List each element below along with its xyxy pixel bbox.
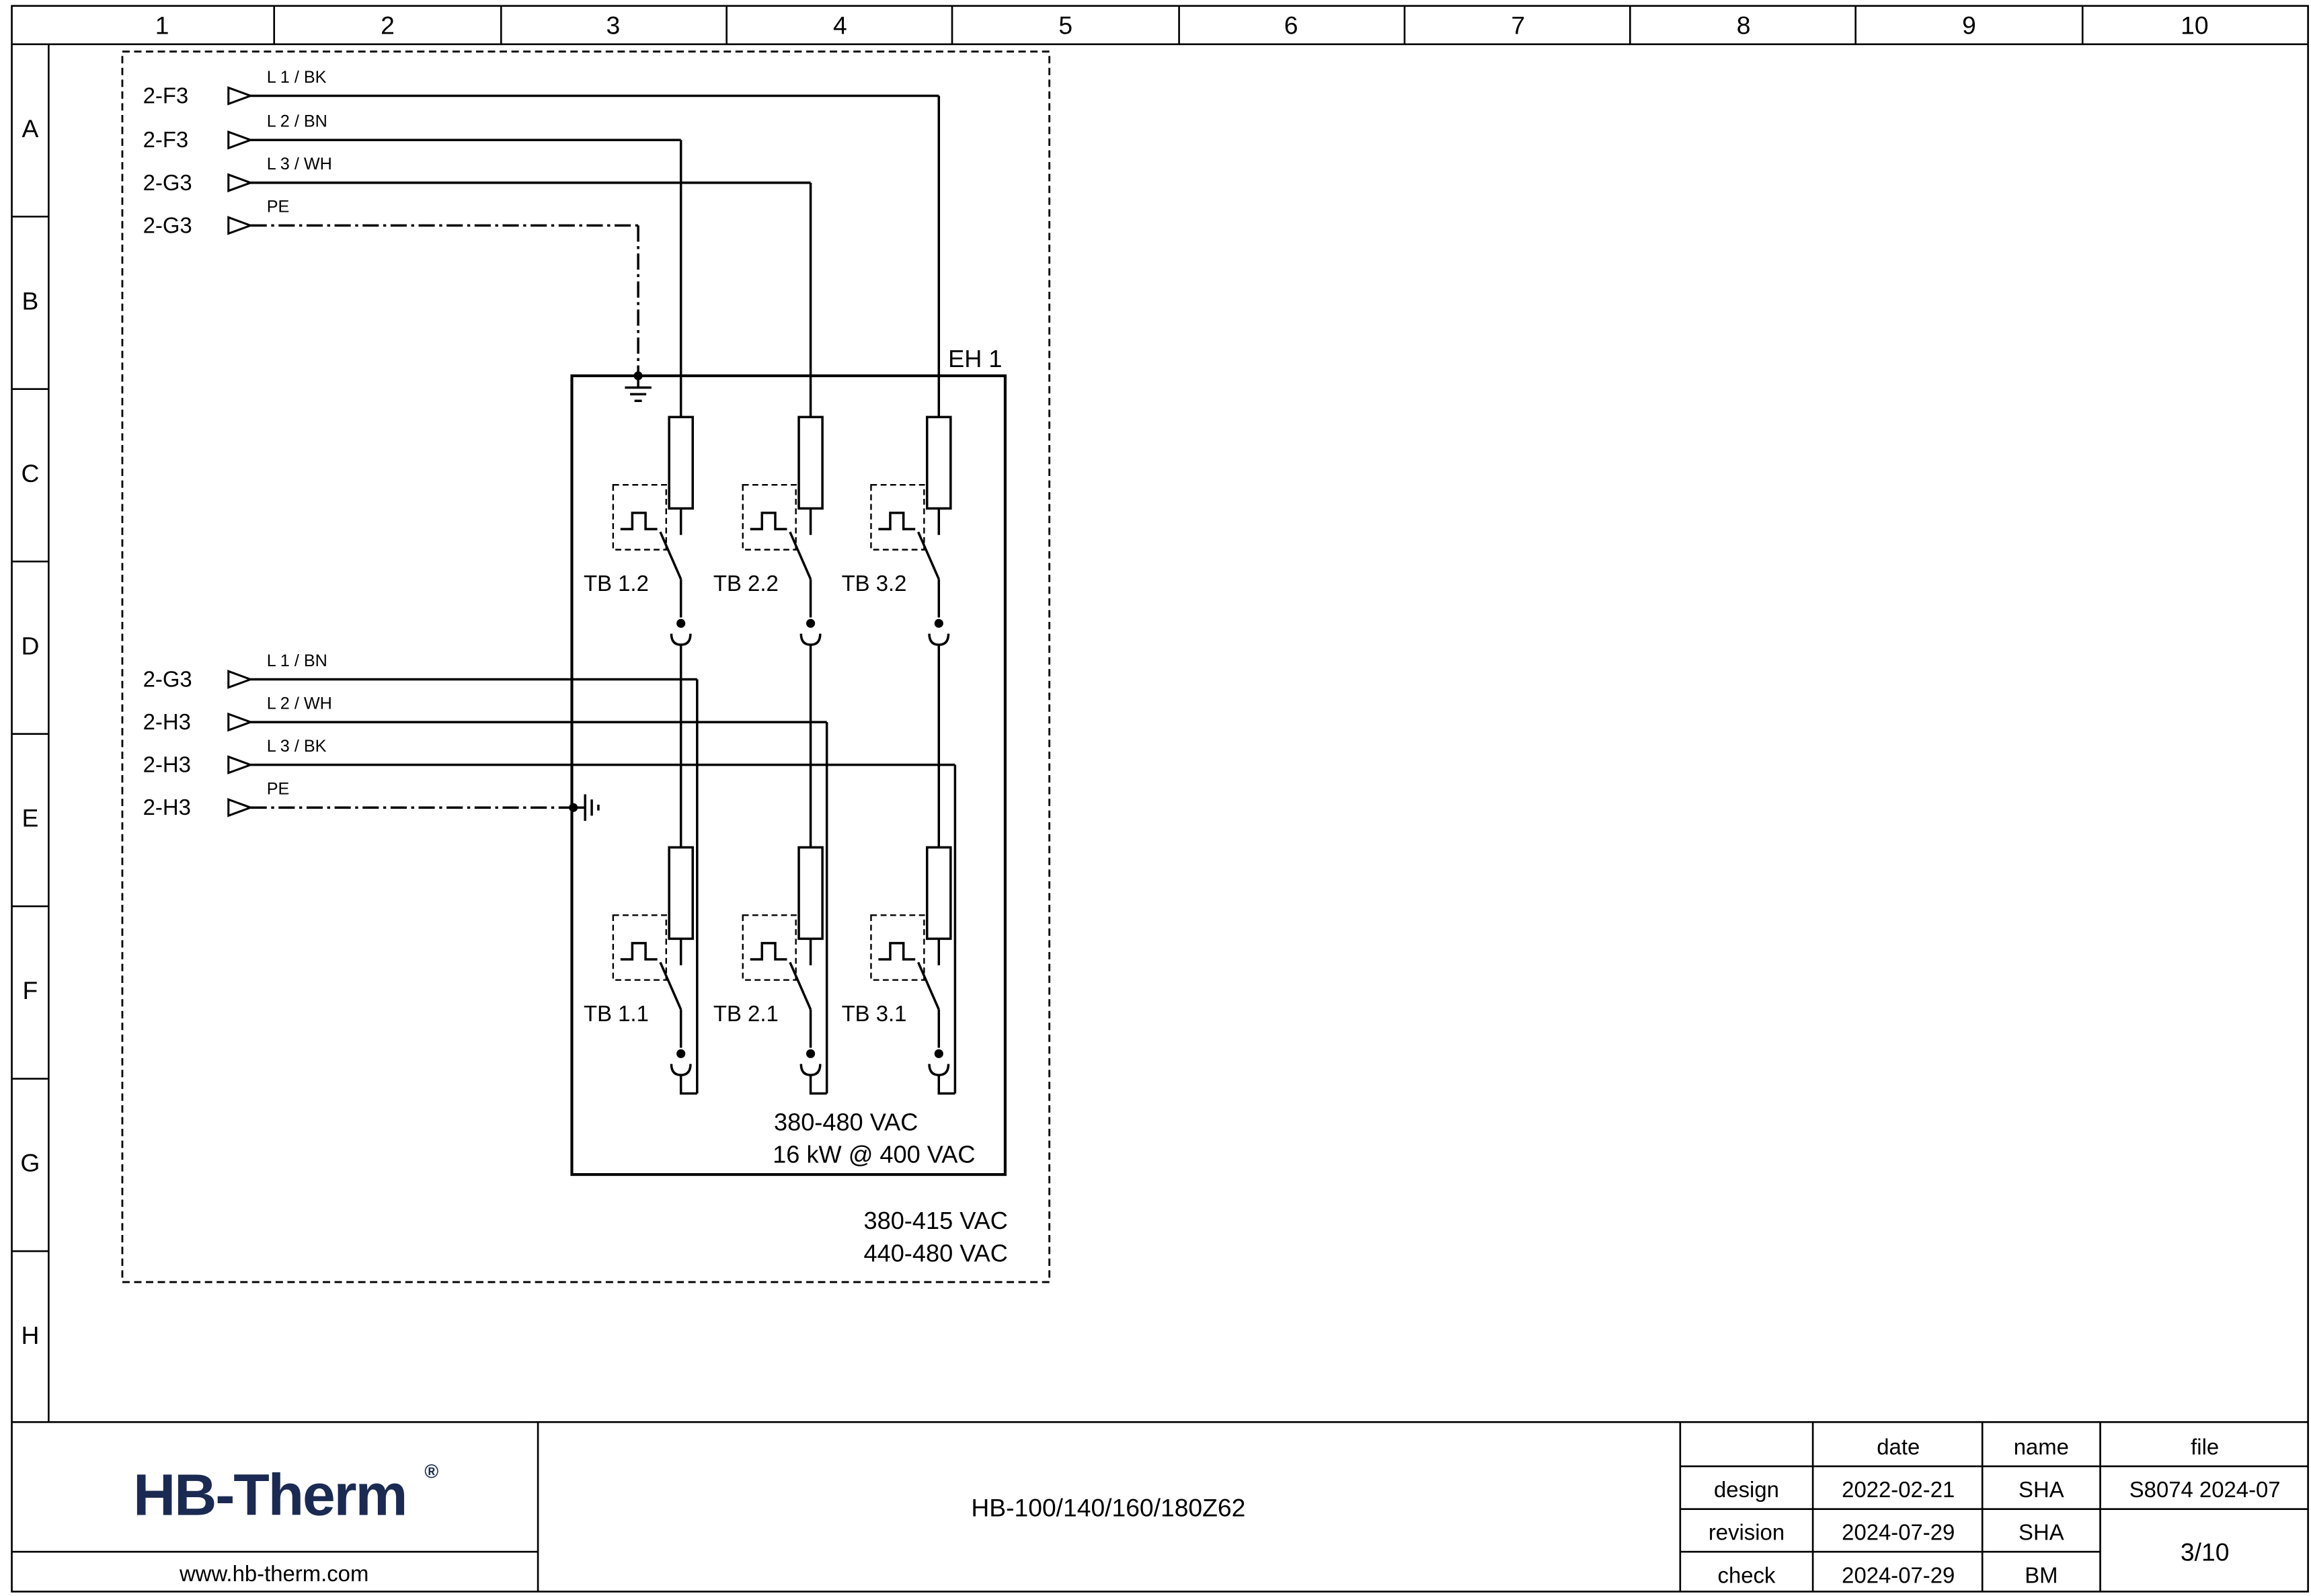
titleblock-row-date: 2022-02-21 <box>1842 1477 1955 1502</box>
grid-column-label: 8 <box>1737 11 1751 39</box>
tb-terminal-label: TB 2.2 <box>713 571 779 596</box>
feed-arrow-icon <box>227 216 254 235</box>
page-number: 3/10 <box>2181 1538 2229 1566</box>
grid-row-label: E <box>22 804 39 832</box>
branch-wires <box>679 655 955 1095</box>
option-enclosure-border <box>121 50 1051 1283</box>
grid-row-label: B <box>22 286 39 315</box>
feed-arrow-icon <box>227 755 254 774</box>
tb-terminal-label: TB 3.1 <box>842 1001 907 1026</box>
titleblock-row-name: SHA <box>2019 1520 2064 1545</box>
grid-row-label: F <box>23 976 38 1004</box>
sheet-frame: 1 2 3 4 5 6 7 8 9 10 A B C D E F G <box>11 5 2309 1593</box>
drawing-title: HB-100/140/160/180Z62 <box>971 1494 1245 1522</box>
heater-branch <box>741 846 824 1088</box>
supply-voltage: 380-415 VAC <box>863 1207 1007 1234</box>
titleblock-row-date: 2024-07-29 <box>1842 1562 1955 1587</box>
grid-column-label: 1 <box>155 11 169 39</box>
grid-column-label: 4 <box>833 11 847 39</box>
titleblock-file-value: S8074 2024-07 <box>2129 1477 2281 1502</box>
wire-label: L 2 / WH <box>267 694 332 713</box>
hb-therm-logo: HB-Therm <box>133 1462 406 1527</box>
feed-arrow-icon <box>227 670 254 689</box>
feed-ref-label: 2-F3 <box>143 83 189 108</box>
titleblock-header-date: date <box>1877 1435 1920 1460</box>
titleblock-row-label: design <box>1714 1477 1779 1502</box>
feed-ref-label: 2-G3 <box>143 212 192 237</box>
grid-row-label: A <box>22 114 39 143</box>
feed-ref-label: 2-G3 <box>143 170 192 195</box>
feed-ref-label: 2-H3 <box>143 752 191 777</box>
grid-row-label: C <box>21 459 39 487</box>
wire-label: L 1 / BK <box>267 68 327 87</box>
heater-rating: 380-480 VAC <box>774 1108 918 1135</box>
feed-ref-label: 2-H3 <box>143 795 191 820</box>
grid-column-label: 9 <box>1962 11 1976 39</box>
grid-column-label: 7 <box>1511 11 1525 39</box>
grid-column-label: 3 <box>606 11 620 39</box>
wire-label: PE <box>267 198 290 216</box>
heater-branch <box>612 846 694 1088</box>
grid-row-label: D <box>21 631 39 660</box>
heater-branch <box>869 846 952 1088</box>
feed-arrow-icon <box>227 130 254 150</box>
earth-symbol-bottom <box>569 794 600 821</box>
titleblock-row-label: revision <box>1709 1520 1785 1545</box>
heater-rating: 16 kW @ 400 VAC <box>773 1141 975 1168</box>
supply-voltage: 440-480 VAC <box>863 1239 1007 1267</box>
feed-arrow-icon <box>227 712 254 732</box>
heater-eh1-box <box>570 374 1007 1176</box>
grid-column-label: 6 <box>1284 11 1298 39</box>
feed-group-bottom: 2-G3 2-H3 2-H3 2-H3 L 1 / BN L 2 / WH L … <box>143 651 957 1094</box>
wire-label: L 3 / BK <box>267 737 327 756</box>
heater-branch <box>741 415 824 657</box>
tb-terminal-label: TB 3.2 <box>842 571 907 596</box>
title-block: HB-Therm ® www.hb-therm.com HB-100/140/1… <box>11 1421 2308 1592</box>
left-ruler: A B C D E F G H <box>11 114 49 1349</box>
grid-column-label: 2 <box>381 11 395 39</box>
wire-label: PE <box>267 780 290 799</box>
tb-terminal-label: TB 1.2 <box>584 571 649 596</box>
schematic: 2-F3 2-F3 2-G3 2-G3 L 1 / BK L 2 / BN L … <box>121 50 1051 1283</box>
feed-group-top: 2-F3 2-F3 2-G3 2-G3 L 1 / BK L 2 / BN L … <box>143 68 941 417</box>
feed-ref-label: 2-F3 <box>143 127 189 152</box>
wire-label: L 2 / BN <box>267 112 327 131</box>
grid-column-label: 5 <box>1058 11 1072 39</box>
heater-branch <box>869 415 952 657</box>
feed-arrow-icon <box>227 797 254 817</box>
website-url: www.hb-therm.com <box>179 1561 368 1586</box>
registered-trademark-icon: ® <box>424 1462 438 1483</box>
top-ruler: 1 2 3 4 5 6 7 8 9 10 <box>155 5 2209 44</box>
feed-arrow-icon <box>227 173 254 193</box>
heater-label: EH 1 <box>948 345 1002 372</box>
grid-row-label: H <box>21 1321 39 1349</box>
feed-arrow-icon <box>227 86 254 106</box>
tb-terminal-label: TB 1.1 <box>584 1001 649 1026</box>
titleblock-header-file: file <box>2191 1435 2219 1460</box>
grid-column-label: 10 <box>2181 11 2208 39</box>
titleblock-row-date: 2024-07-29 <box>1842 1520 1955 1545</box>
wire-label: L 1 / BN <box>267 651 327 670</box>
feed-ref-label: 2-G3 <box>143 666 192 691</box>
wire-label: L 3 / WH <box>267 155 332 173</box>
tb-terminal-label: TB 2.1 <box>713 1001 779 1026</box>
heater-branch <box>612 415 694 657</box>
titleblock-row-label: check <box>1718 1562 1776 1587</box>
titleblock-header-name: name <box>2014 1435 2069 1460</box>
grid-row-label: G <box>20 1149 40 1177</box>
titleblock-row-name: BM <box>2025 1562 2058 1587</box>
earth-symbol-top <box>625 371 652 402</box>
titleblock-row-name: SHA <box>2019 1477 2064 1502</box>
feed-ref-label: 2-H3 <box>143 709 191 734</box>
